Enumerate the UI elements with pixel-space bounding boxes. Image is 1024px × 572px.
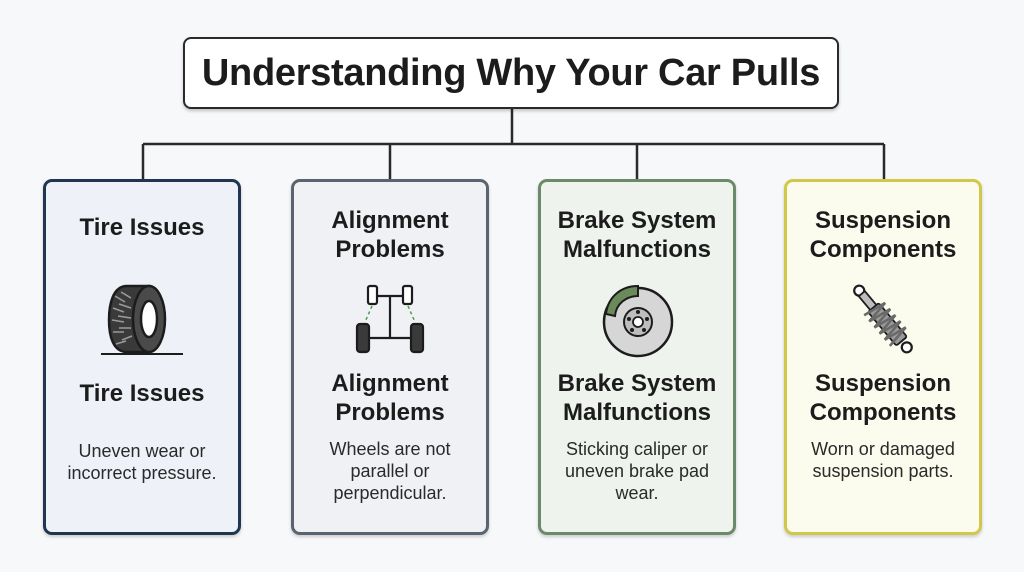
- brake-disc-icon: [602, 284, 674, 358]
- shock-absorber-icon: [853, 284, 913, 354]
- card-description: Wheels are not parallel or perpendicular…: [329, 439, 451, 503]
- axle-alignment-icon: [355, 284, 425, 354]
- card-description: Sticking caliper or uneven brake pad wea…: [564, 439, 710, 503]
- page-title: Understanding Why Your Car Pulls: [201, 51, 821, 94]
- card-title: Tire Issues: [79, 214, 205, 241]
- card-subtitle: Tire Issues: [79, 380, 205, 407]
- tire-icon: [101, 284, 183, 355]
- card-suspension-components: Suspension Components Suspension Compone…: [784, 179, 982, 535]
- card-title: Suspension Components: [809, 207, 957, 263]
- card-description: Worn or damaged suspension parts.: [811, 439, 955, 481]
- card-title: Alignment Problems: [331, 207, 449, 263]
- card-subtitle: Brake System Malfunctions: [557, 370, 717, 426]
- card-subtitle: Suspension Components: [809, 370, 957, 426]
- card-tire-issues: Tire Issues Tire Issues Uneven wear or i…: [43, 179, 241, 535]
- card-brake-system-malfunctions: Brake System Malfunctions Brake System M…: [538, 179, 736, 535]
- card-alignment-problems: Alignment Problems Alignment Problems Wh…: [291, 179, 489, 535]
- card-title: Brake System Malfunctions: [557, 207, 717, 263]
- title-box: Understanding Why Your Car Pulls: [183, 37, 839, 109]
- card-description: Uneven wear or incorrect pressure.: [67, 441, 217, 483]
- card-subtitle: Alignment Problems: [331, 370, 449, 426]
